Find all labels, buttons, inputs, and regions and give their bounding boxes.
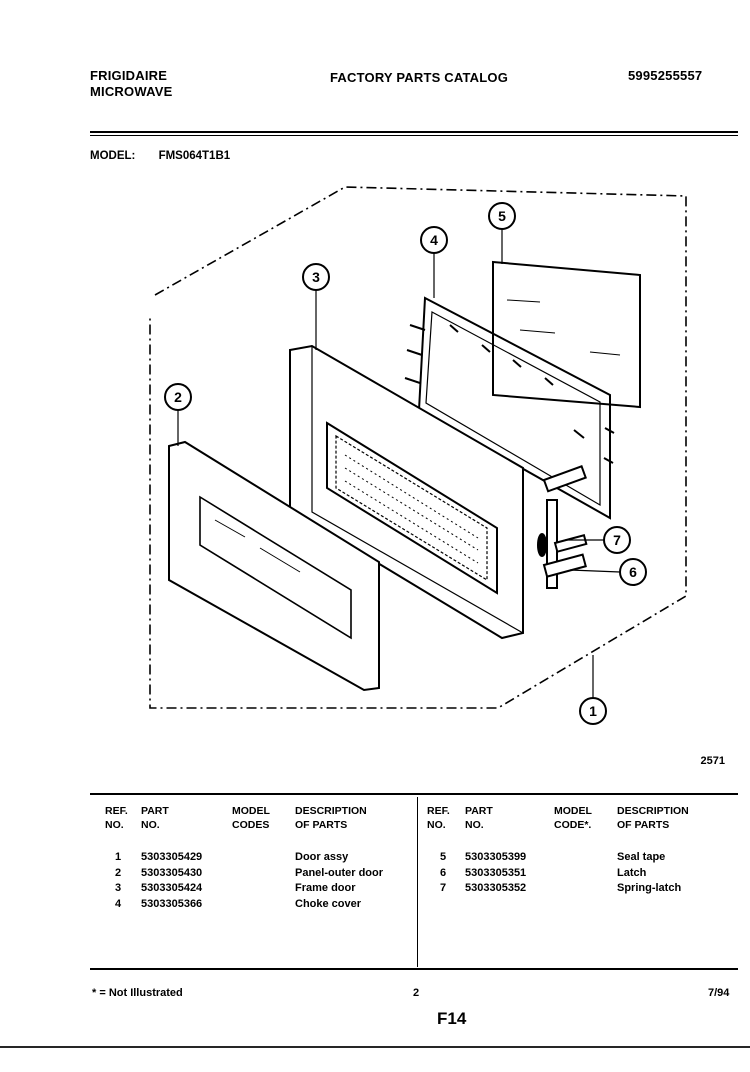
- right-ref-column: 5 6 7: [440, 850, 446, 897]
- table-row-ref: 7: [440, 882, 447, 894]
- model-line: MODEL: FMS064T1B1: [90, 150, 230, 162]
- left-desc-column: Door assy Panel-outer door Frame door Ch…: [295, 850, 383, 912]
- table-row-desc: Panel-outer door: [295, 866, 384, 879]
- table-row-part: 5303305430: [141, 866, 203, 879]
- part-outer-door-panel: [168, 440, 380, 692]
- right-desc-column: Seal tape Latch Spring-latch: [617, 850, 681, 897]
- catalog-number: 5995255557: [628, 68, 703, 83]
- revision-date: 7/94: [708, 987, 730, 999]
- product-line: MICROWAVE: [90, 84, 173, 99]
- part-seal-tape: [492, 260, 641, 409]
- header-divider-thin: [90, 135, 738, 136]
- figure-id: 2571: [701, 755, 725, 767]
- callout-3-label: 3: [312, 269, 320, 285]
- header-divider: [90, 131, 738, 133]
- brand-block: FRIGIDAIRE MICROWAVE: [90, 68, 172, 100]
- table-row-ref: 6: [440, 866, 447, 879]
- callout-leaders: [177, 229, 621, 698]
- table-row-desc: Choke cover: [295, 897, 362, 910]
- callout-5-label: 5: [498, 208, 506, 224]
- callout-6: 6: [619, 558, 647, 586]
- page-code: F14: [437, 1009, 467, 1028]
- brand-name: FRIGIDAIRE: [90, 68, 168, 83]
- right-part-column: 5303305399 5303305351 5303305352: [465, 850, 526, 897]
- left-col-ref-header: REF.NO.: [105, 805, 128, 831]
- part-frame-door: [289, 344, 524, 640]
- callout-7: 7: [603, 526, 631, 554]
- table-row-part: 5303305366: [141, 897, 203, 910]
- table-row-part: 5303305429: [141, 851, 203, 863]
- table-center-divider: [417, 797, 418, 967]
- scan-edge-line: [0, 1046, 750, 1048]
- table-row-part: 5303305351: [465, 866, 527, 879]
- part-latch: [537, 465, 588, 589]
- part-choke-cover: [404, 296, 615, 520]
- table-row-ref: 4: [115, 897, 122, 910]
- right-col-ref-header: REF.NO.: [427, 805, 450, 831]
- left-ref-column: 1 2 3 4: [115, 850, 121, 912]
- exploded-parts-diagram: 1 2 3 4 5 6 7 2571: [149, 186, 725, 767]
- table-row-desc: Door assy: [295, 851, 349, 863]
- table-row-ref: 3: [115, 882, 122, 894]
- callout-2: 2: [164, 383, 192, 411]
- model-value: FMS064T1B1: [158, 150, 231, 162]
- table-row-part: 5303305424: [141, 882, 203, 894]
- callout-2-label: 2: [174, 389, 182, 405]
- table-row-desc: Spring-latch: [617, 882, 682, 894]
- assembly-outline: [149, 186, 687, 709]
- not-illustrated-note: * = Not Illustrated: [92, 987, 183, 999]
- callout-3: 3: [302, 263, 330, 291]
- table-row-desc: Seal tape: [617, 851, 666, 863]
- callout-7-label: 7: [613, 532, 621, 548]
- catalog-title: FACTORY PARTS CATALOG: [330, 70, 509, 85]
- table-row-part: 5303305352: [465, 882, 527, 894]
- table-row-part: 5303305399: [465, 851, 527, 863]
- model-label: MODEL:: [90, 150, 136, 162]
- callout-1: 1: [579, 697, 607, 725]
- callout-6-label: 6: [629, 564, 637, 580]
- table-bottom-rule: [90, 968, 738, 970]
- callout-5: 5: [488, 202, 516, 230]
- callout-4: 4: [420, 226, 448, 254]
- table-row-ref: 5: [440, 851, 447, 863]
- table-top-rule: [90, 793, 738, 795]
- table-row-desc: Frame door: [295, 882, 356, 894]
- table-row-ref: 1: [115, 851, 122, 863]
- page-number: 2: [413, 987, 420, 999]
- callout-1-label: 1: [589, 703, 597, 719]
- left-part-column: 5303305429 5303305430 5303305424 5303305…: [141, 850, 202, 912]
- table-row-ref: 2: [115, 866, 122, 879]
- callout-4-label: 4: [430, 232, 438, 248]
- table-row-desc: Latch: [617, 866, 647, 879]
